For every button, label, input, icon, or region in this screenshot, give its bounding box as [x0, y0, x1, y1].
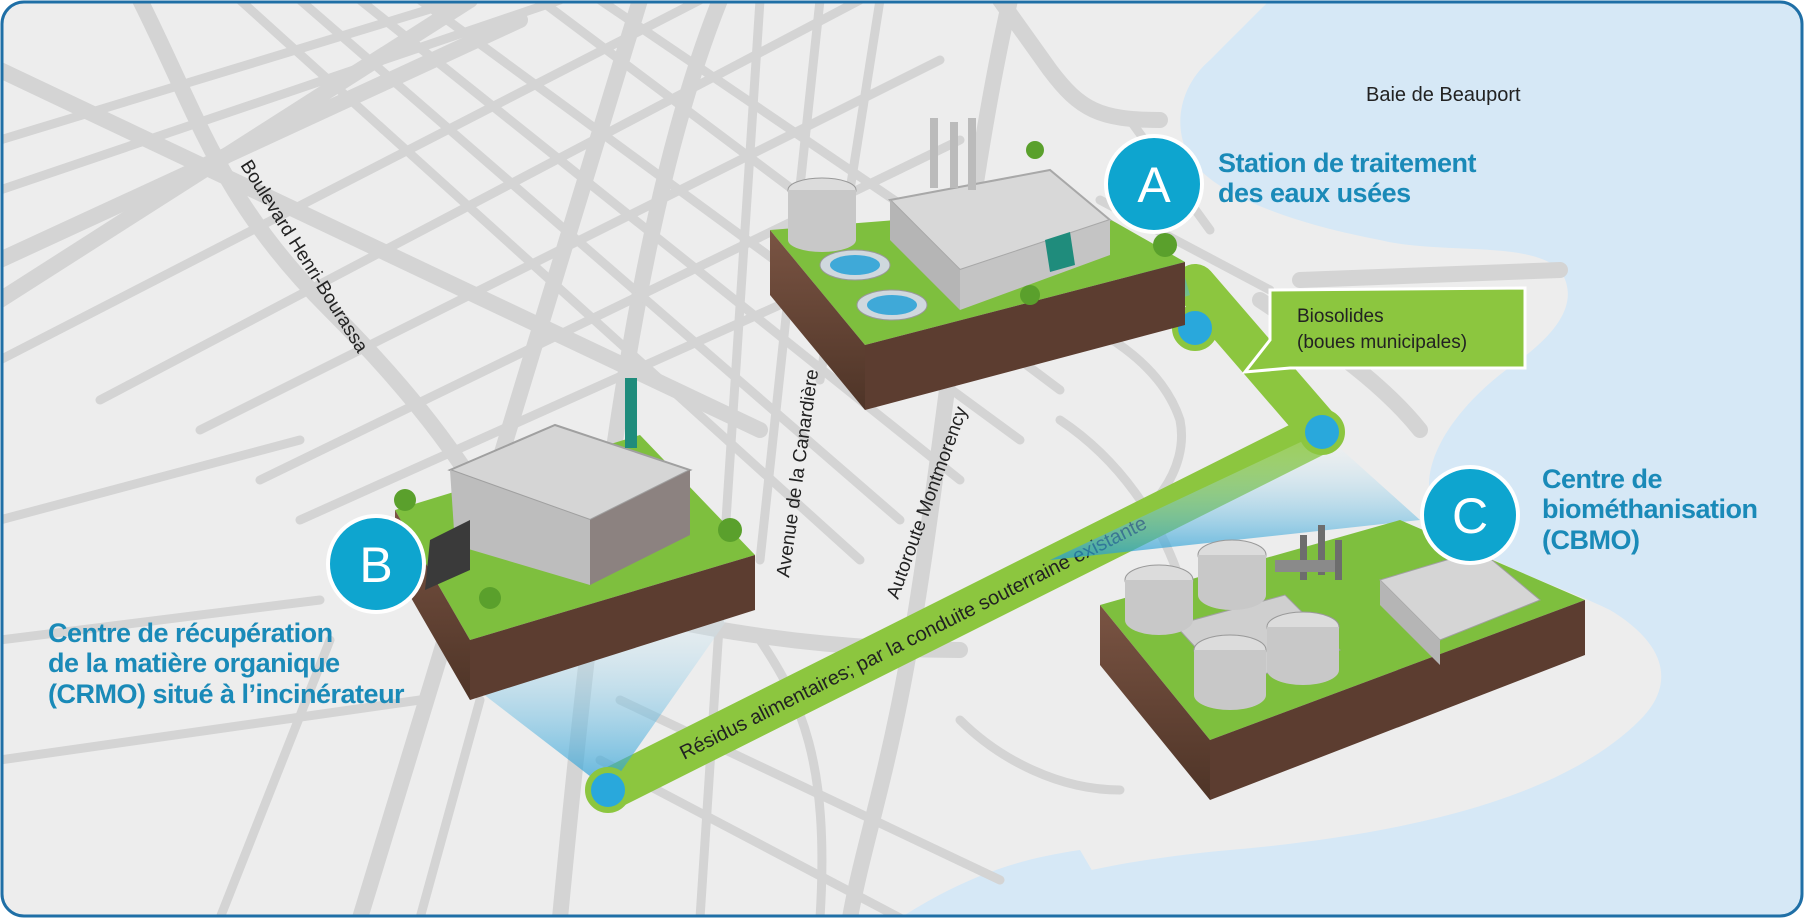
- site-b-letter: B: [359, 537, 392, 593]
- site-a-title-line2: des eaux usées: [1218, 178, 1411, 208]
- water-area-lower: [900, 850, 1120, 916]
- water-area: [960, 2, 1802, 916]
- site-c-badge: C: [1420, 465, 1520, 565]
- beam-c: [1050, 432, 1420, 560]
- site-a-letter: A: [1137, 157, 1171, 213]
- site-b-badge: B: [326, 514, 426, 614]
- site-b-title-line1: Centre de récupération: [48, 618, 333, 648]
- site-c-facility: [1100, 520, 1585, 800]
- site-a-facility: [770, 118, 1185, 410]
- site-a-title: Station de traitement des eaux usées: [1218, 148, 1477, 208]
- site-c-title-line2: biométhanisation: [1542, 494, 1758, 524]
- biosolids-callout: Biosolides (boues municipales): [1241, 286, 1527, 374]
- site-c-title-line1: Centre de: [1542, 464, 1663, 494]
- site-c-letter: C: [1452, 488, 1488, 544]
- site-b-title: Centre de récupération de la matière org…: [48, 618, 406, 709]
- site-a-title-line1: Station de traitement: [1218, 148, 1477, 178]
- site-b-title-line2: de la matière organique: [48, 648, 340, 678]
- site-c-title: Centre de biométhanisation (CBMO): [1542, 464, 1758, 555]
- site-a-badge: A: [1104, 134, 1204, 234]
- water-label: Baie de Beauport: [1366, 84, 1521, 106]
- biosolids-label-line1: Biosolides: [1297, 306, 1384, 327]
- site-b-title-line3: (CRMO) situé à l’incinérateur: [48, 679, 405, 709]
- site-c-title-line3: (CBMO): [1542, 525, 1639, 555]
- biosolids-label-line2: (boues municipales): [1297, 332, 1467, 353]
